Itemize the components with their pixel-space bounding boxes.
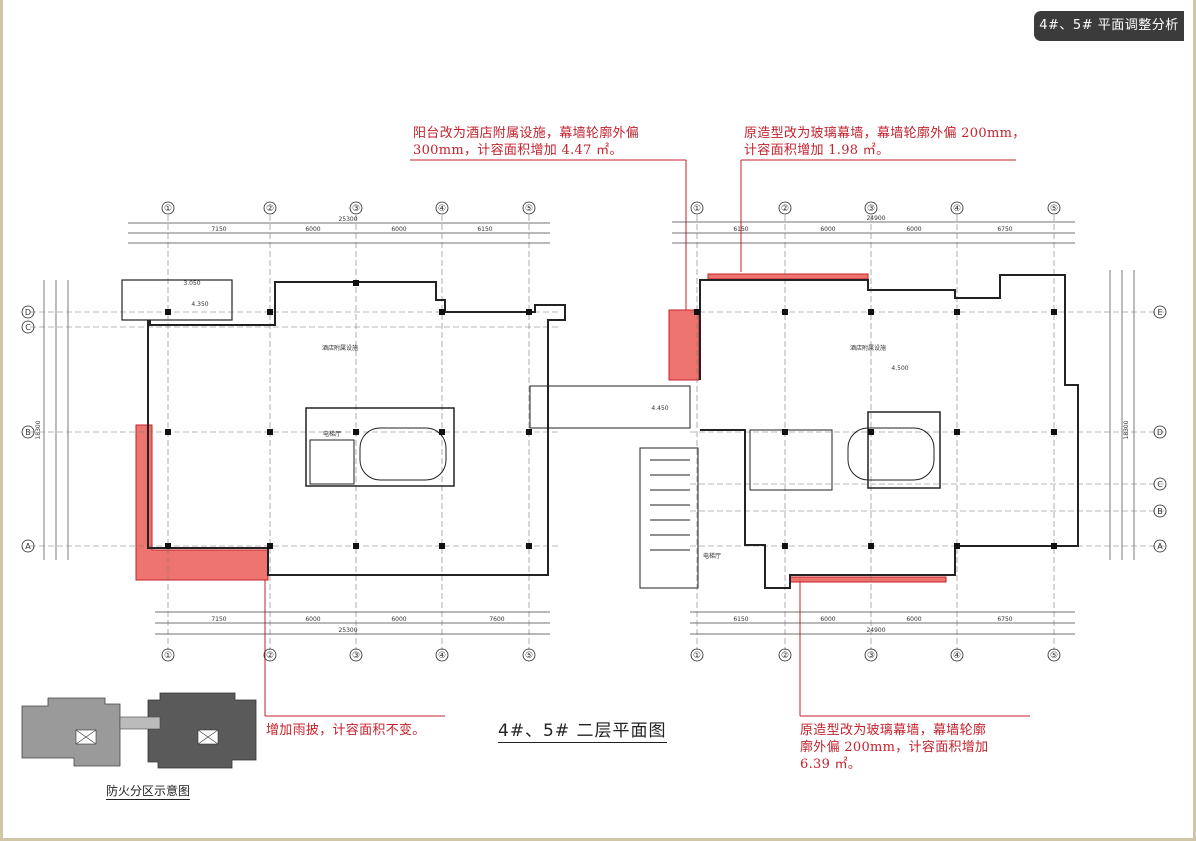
left-axis-4: ④ xyxy=(438,204,446,214)
right-plan: ① ② ③ ④ ⑤ ① ② ③ ④ ⑤ E D C B A 24900 6150… xyxy=(651,201,1167,662)
connector xyxy=(529,385,699,589)
left-elev-a: 4.350 xyxy=(191,301,208,308)
left-row-a: A xyxy=(25,542,31,551)
left-axis-5b: ⑤ xyxy=(525,651,533,661)
left-top-span-2: 6000 xyxy=(305,226,320,233)
right-bottom-span-4: 6750 xyxy=(997,616,1012,623)
note-curtain-wall-top: 原造型改为玻璃幕墙，幕墙轮廓外偏 200mm， 计容面积增加 1.98 ㎡。 xyxy=(744,126,1026,158)
right-top-total: 24900 xyxy=(866,215,885,222)
left-bottom-span-1: 7150 xyxy=(211,616,226,623)
page-title-tab: 4#、5# 平面调整分析 xyxy=(1034,11,1184,41)
note-curtain-wall-bottom: 原造型改为玻璃幕墙，幕墙轮廓 廓外偏 200mm，计容面积增加 6.39 ㎡。 xyxy=(800,723,989,772)
left-plan: ① ② ③ ④ ⑤ ① ② ③ ④ ⑤ D C B A 25300 7150 6… xyxy=(21,201,566,662)
right-row-e: E xyxy=(1157,308,1162,317)
note-balcony: 阳台改为酒店附属设施，幕墙轮廓外偏 300mm，计容面积增加 4.47 ㎡。 xyxy=(413,126,640,158)
note-canopy: 增加雨披，计容面积不变。 xyxy=(266,723,426,738)
left-axis-3b: ③ xyxy=(352,651,360,661)
left-room-label: 酒店附属设施 xyxy=(322,344,358,352)
right-top-span-1: 6150 xyxy=(733,226,748,233)
right-axis-4: ④ xyxy=(953,204,961,214)
left-side-total: 18300 xyxy=(35,420,42,439)
left-axis-4b: ④ xyxy=(438,651,446,661)
left-axis-1b: ① xyxy=(164,651,172,661)
right-axis-2b: ② xyxy=(781,651,789,661)
right-bottom-span-2: 6000 xyxy=(820,616,835,623)
right-axis-3: ③ xyxy=(867,204,875,214)
left-bottom-span-3: 6000 xyxy=(391,616,406,623)
right-bottom-total: 24900 xyxy=(866,627,885,634)
right-elev-b: 4.450 xyxy=(651,405,668,412)
right-axis-5b: ⑤ xyxy=(1050,651,1058,661)
right-top-span-3: 6000 xyxy=(906,226,921,233)
right-elev-a: 4.500 xyxy=(891,365,908,372)
left-top-span-3: 6000 xyxy=(391,226,406,233)
left-top-span-1: 7150 xyxy=(211,226,226,233)
left-axis-1: ① xyxy=(164,204,172,214)
left-axis-2b: ② xyxy=(266,651,274,661)
left-axis-3: ③ xyxy=(352,204,360,214)
right-top-span-2: 6000 xyxy=(820,226,835,233)
left-bottom-span-2: 6000 xyxy=(305,616,320,623)
right-axis-1b: ① xyxy=(693,651,701,661)
left-bottom-total: 25300 xyxy=(338,627,357,634)
right-room-label: 酒店附属设施 xyxy=(850,344,886,352)
right-axis-3b: ③ xyxy=(867,651,875,661)
right-axis-4b: ④ xyxy=(953,651,961,661)
right-row-a: A xyxy=(1157,542,1163,551)
right-axis-1: ① xyxy=(693,204,701,214)
left-elev-b: 3.050 xyxy=(183,280,200,287)
right-side-total: 18300 xyxy=(1123,420,1130,439)
right-top-span-4: 6750 xyxy=(997,226,1012,233)
plan-title: 4#、5# 二层平面图 xyxy=(498,716,667,743)
left-row-b: B xyxy=(25,428,31,437)
right-bottom-span-3: 6000 xyxy=(906,616,921,623)
leader-lines xyxy=(264,159,1030,717)
fire-zone-title: 防火分区示意图 xyxy=(106,784,191,800)
right-axis-2: ② xyxy=(781,204,789,214)
left-top-total: 25300 xyxy=(338,216,357,223)
left-lift-label: 电梯厅 xyxy=(323,430,341,438)
left-row-d: D xyxy=(25,308,31,317)
right-row-b: B xyxy=(1157,507,1163,516)
fire-zone-diagram xyxy=(21,692,257,769)
right-lift-label: 电梯厅 xyxy=(703,552,721,560)
right-bottom-span-1: 6150 xyxy=(733,616,748,623)
right-row-c: C xyxy=(1157,480,1163,489)
right-axis-5: ⑤ xyxy=(1050,204,1058,214)
left-top-span-4: 6150 xyxy=(477,226,492,233)
left-axis-5: ⑤ xyxy=(525,204,533,214)
right-row-d: D xyxy=(1157,428,1163,437)
left-row-c: C xyxy=(25,323,31,332)
left-bottom-span-4: 7600 xyxy=(489,616,504,623)
left-axis-2: ② xyxy=(266,204,274,214)
